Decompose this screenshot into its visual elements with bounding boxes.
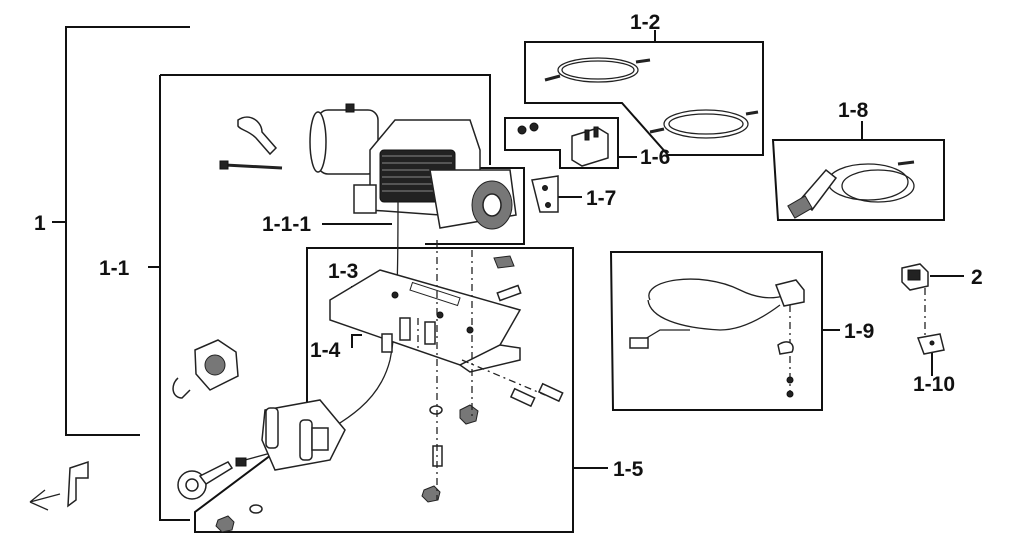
- fairlead-icon: [261, 399, 346, 471]
- screw-icon: [517, 122, 794, 398]
- mounting-plate-icon: [329, 269, 522, 373]
- hook-icon: [177, 457, 247, 500]
- box-1-2: [524, 30, 764, 156]
- wire-harness-icon: [544, 57, 759, 139]
- label-1-3: 1-3: [328, 260, 358, 283]
- box-1-1: [148, 74, 491, 521]
- box-1-6: [504, 117, 637, 169]
- box-1-8: [771, 121, 945, 221]
- label-1-1: 1-1: [99, 257, 130, 280]
- bracket-1: [52, 26, 190, 436]
- relay-bracket-icon: [916, 333, 945, 355]
- bracket-plate-icon: [531, 175, 559, 213]
- assembly-centerlines: [417, 240, 926, 500]
- label-1-10: 1-10: [913, 373, 955, 396]
- label-1: 1: [34, 212, 46, 235]
- front-arrow-icon: [29, 460, 89, 511]
- nut-icon: [215, 404, 479, 533]
- label-2: 2: [971, 266, 983, 289]
- label-1-4: 1-4: [310, 339, 341, 362]
- switch-icon: [571, 126, 609, 167]
- leader-1-4: [351, 334, 362, 348]
- cable-tie-icon: [219, 160, 283, 170]
- label-1-7: 1-7: [586, 187, 616, 210]
- label-1-1-1: 1-1-1: [262, 213, 311, 236]
- label-1-5: 1-5: [613, 458, 644, 481]
- label-1-6: 1-6: [640, 146, 670, 169]
- relay-icon: [901, 263, 929, 291]
- pulley-block-icon: [172, 339, 239, 399]
- box-1-9: [609, 251, 840, 411]
- label-1-8: 1-8: [838, 99, 869, 122]
- winch-assembly-icon: [309, 103, 517, 230]
- label-1-2: 1-2: [630, 11, 660, 34]
- label-1-9: 1-9: [844, 320, 874, 343]
- winch-harness-icon: [787, 160, 915, 219]
- strap-icon: [237, 116, 278, 156]
- remote-harness-icon: [629, 278, 805, 355]
